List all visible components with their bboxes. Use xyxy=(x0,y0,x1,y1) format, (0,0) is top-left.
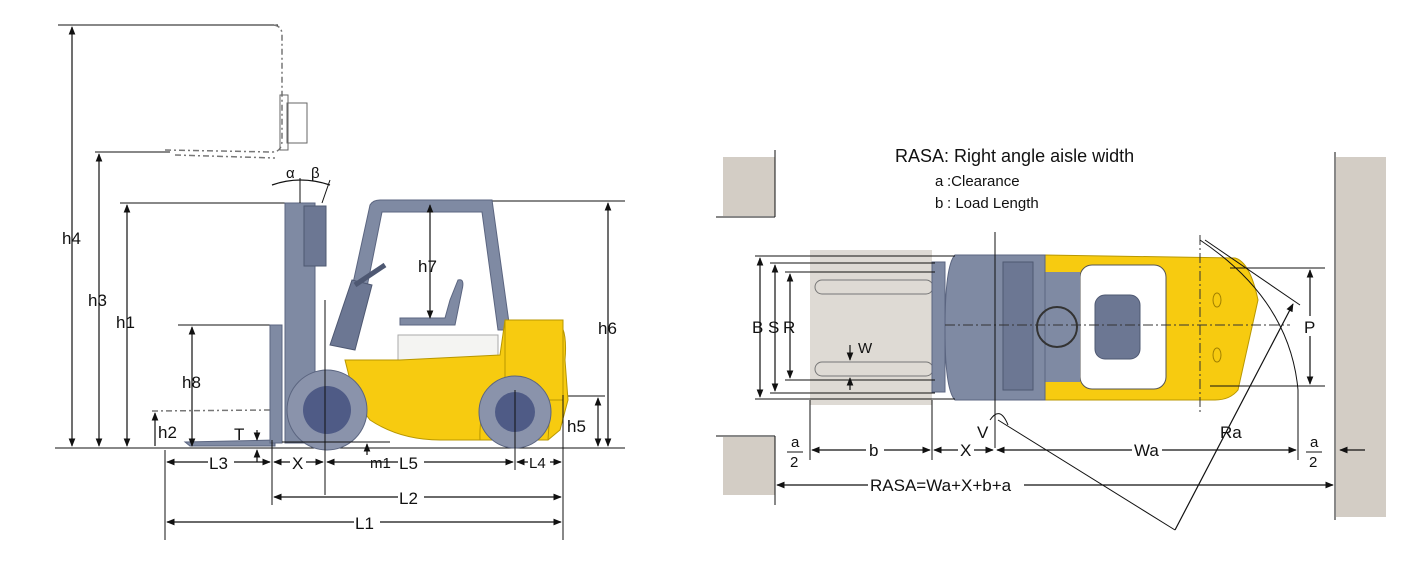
legend-b-desc: : Load Length xyxy=(947,195,1039,212)
load xyxy=(810,250,932,405)
fork-dashed xyxy=(151,409,271,412)
label-h8: h8 xyxy=(182,373,201,392)
legend-b-key: b xyxy=(935,195,943,212)
label-h3: h3 xyxy=(88,291,107,310)
label-a-num-right: a xyxy=(1310,434,1319,451)
label-a-den-left: 2 xyxy=(790,454,798,471)
seat-top xyxy=(1094,294,1141,360)
label-h2: h2 xyxy=(158,423,177,442)
fork xyxy=(183,439,276,447)
label-L5: L5 xyxy=(399,454,418,473)
label-W: W xyxy=(858,340,873,357)
label-T: T xyxy=(234,425,244,444)
label-L4: L4 xyxy=(529,455,546,472)
label-alpha: α xyxy=(286,165,295,182)
top-view: RASA: Right angle aisle width a :Clearan… xyxy=(716,146,1386,531)
label-h7: h7 xyxy=(418,257,437,276)
wall-right xyxy=(1336,157,1386,517)
overhead-guard xyxy=(344,199,511,331)
label-h5: h5 xyxy=(567,417,586,436)
label-Ra: Ra xyxy=(1220,423,1242,442)
steering-wheel xyxy=(1036,306,1078,348)
side-dimension-labels: h4 h3 h1 h8 h2 T m1 h7 h6 h5 α β L3 X L5… xyxy=(62,165,617,533)
label-V: V xyxy=(977,423,989,442)
label-a-num-left: a xyxy=(791,434,800,451)
wall-top-left xyxy=(723,157,775,216)
label-P: P xyxy=(1304,318,1315,337)
label-rasa-formula: RASA=Wa+X+b+a xyxy=(870,476,1012,495)
legend-a-key: a xyxy=(935,173,944,190)
side-view: h4 h3 h1 h8 h2 T m1 h7 h6 h5 α β L3 X L5… xyxy=(55,24,625,540)
label-Wa: Wa xyxy=(1134,441,1159,460)
label-b: b xyxy=(869,441,878,460)
top-dimension-labels: B S R W P V Ra a 2 b X Wa a 2 RASA=Wa+X+… xyxy=(752,316,1319,495)
legend-a-desc: :Clearance xyxy=(947,173,1020,190)
label-X-side: X xyxy=(292,454,303,473)
legend-title: RASA: Right angle aisle width xyxy=(895,146,1134,166)
label-beta: β xyxy=(311,165,320,182)
label-B: B xyxy=(752,318,763,337)
label-R: R xyxy=(783,318,795,337)
label-S: S xyxy=(768,318,779,337)
label-m1: m1 xyxy=(370,455,391,472)
seat xyxy=(399,279,464,326)
fork-back xyxy=(269,324,283,444)
label-L2: L2 xyxy=(399,489,418,508)
label-a-den-right: 2 xyxy=(1309,454,1317,471)
label-h6: h6 xyxy=(598,319,617,338)
label-h4: h4 xyxy=(62,229,81,248)
front-wheel xyxy=(286,369,368,451)
legend: RASA: Right angle aisle width a :Clearan… xyxy=(895,146,1134,212)
label-L3: L3 xyxy=(209,454,228,473)
raised-fork-outline xyxy=(164,24,308,159)
label-X-top: X xyxy=(960,441,971,460)
label-L1: L1 xyxy=(355,514,374,533)
label-h1: h1 xyxy=(116,313,135,332)
wall-bottom-left xyxy=(723,437,775,495)
